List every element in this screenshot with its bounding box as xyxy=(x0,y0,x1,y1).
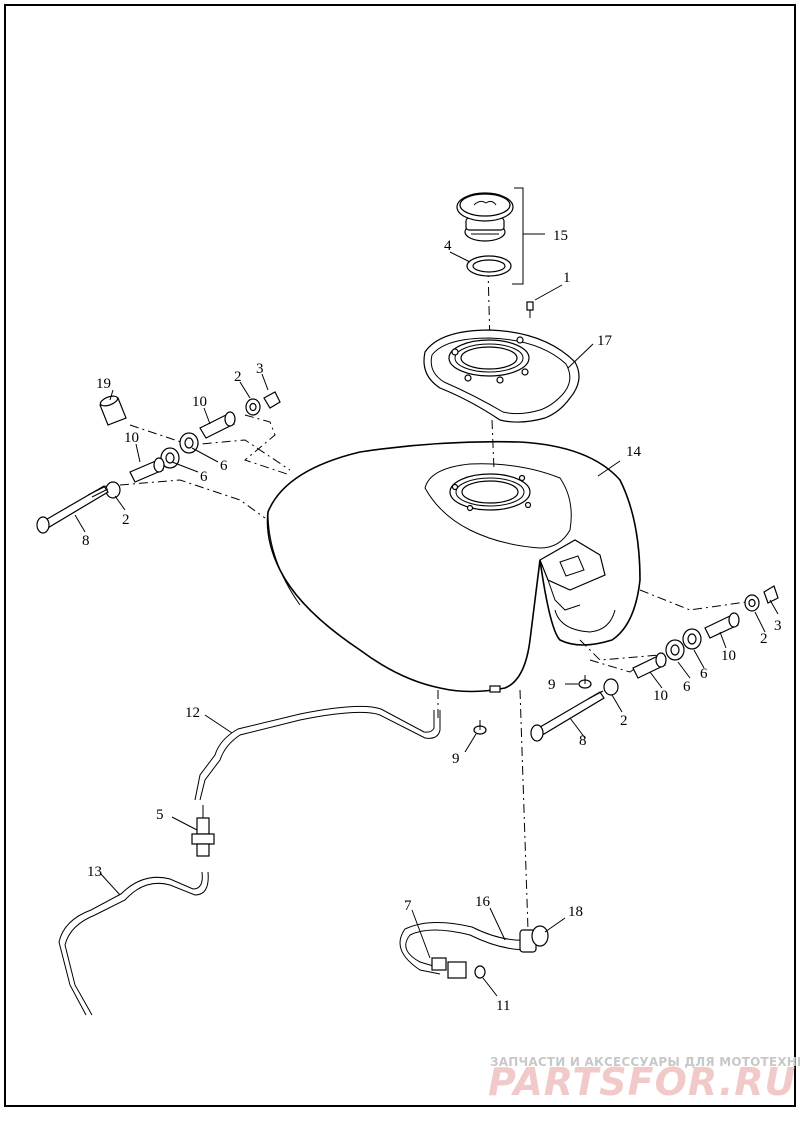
assembly-lines xyxy=(119,267,761,931)
fuel-tank-icon xyxy=(266,440,641,693)
label-17: 17 xyxy=(597,333,613,349)
fuel-cap-icon xyxy=(456,192,514,242)
label-10-right-lower: 10 xyxy=(653,688,668,704)
label-2-right-lower: 2 xyxy=(620,713,628,729)
label-15: 15 xyxy=(553,228,568,244)
screw-9-lower xyxy=(473,720,487,735)
label-7: 7 xyxy=(404,898,412,914)
label-13: 13 xyxy=(87,864,102,880)
fuel-line-icon xyxy=(399,921,549,979)
watermark: ЗАПЧАСТИ И АКСЕССУАРЫ ДЛЯ МОТОТЕХНИКИ PA… xyxy=(488,1055,800,1104)
label-6-right-lower: 6 xyxy=(683,679,691,695)
label-6-right-upper: 6 xyxy=(700,666,708,682)
label-3-right: 3 xyxy=(774,618,782,634)
label-9-upper: 9 xyxy=(548,677,556,693)
callout-labels: 1 15 4 17 14 19 2 3 10 10 6 6 2 8 12 5 1… xyxy=(82,228,782,1014)
watermark-tagline: ЗАПЧАСТИ И АКСЕССУАРЫ ДЛЯ МОТОТЕХНИКИ xyxy=(490,1055,800,1069)
label-10-right-upper: 10 xyxy=(721,648,736,664)
left-mount-hardware xyxy=(36,391,281,534)
label-19: 19 xyxy=(96,376,111,392)
label-2-left-lower: 2 xyxy=(122,512,130,528)
tank-console-icon xyxy=(423,329,594,423)
label-8-left: 8 xyxy=(82,533,90,549)
screw-9-upper xyxy=(578,675,592,689)
right-mount-hardware xyxy=(530,585,779,742)
label-2-left-upper: 2 xyxy=(234,369,242,385)
label-12: 12 xyxy=(185,705,200,721)
vent-hose-lower xyxy=(58,871,209,1016)
label-11: 11 xyxy=(496,998,510,1014)
label-16: 16 xyxy=(475,894,491,910)
label-3-left: 3 xyxy=(256,361,264,377)
label-10-left-lower: 10 xyxy=(124,430,139,446)
screw-icon xyxy=(526,301,534,318)
label-2-right-upper: 2 xyxy=(760,631,768,647)
vent-hose-upper xyxy=(194,705,441,801)
watermark-brand: PARTSFOR.RU xyxy=(488,1060,796,1104)
label-9-lower: 9 xyxy=(452,751,460,767)
leader-lines xyxy=(74,251,779,997)
label-8-right: 8 xyxy=(579,733,587,749)
label-6-left-lower: 6 xyxy=(200,469,208,485)
label-5: 5 xyxy=(156,807,164,823)
label-10-left-upper: 10 xyxy=(192,394,207,410)
label-6-left-upper: 6 xyxy=(220,458,228,474)
label-4: 4 xyxy=(444,238,452,254)
label-18: 18 xyxy=(568,904,583,920)
diagram-border xyxy=(4,4,796,1107)
o-ring-icon xyxy=(466,255,512,277)
label-1: 1 xyxy=(563,270,571,286)
label-14: 14 xyxy=(626,444,642,460)
vent-valve-icon xyxy=(191,805,215,857)
